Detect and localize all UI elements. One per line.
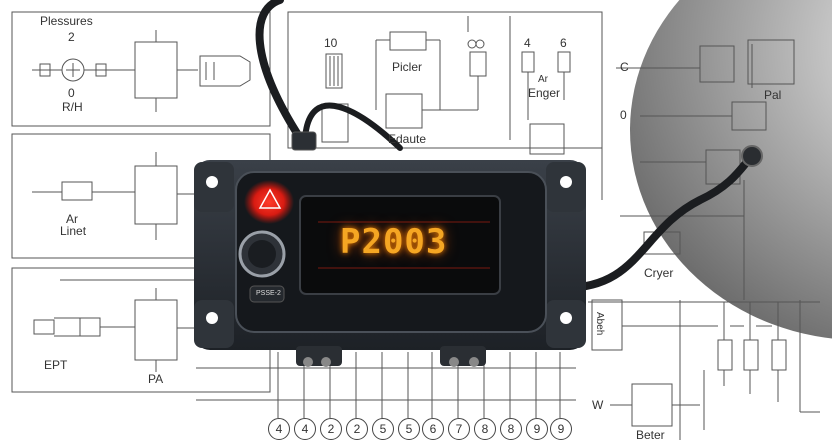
connector-number: 4 — [294, 418, 316, 440]
label-edaute: Edaute — [388, 132, 427, 146]
top-connector — [291, 131, 317, 151]
connector-number: 8 — [500, 418, 522, 440]
label-zero-right: 0 — [620, 108, 627, 122]
connector-number: 4 — [268, 418, 290, 440]
mount-hole — [206, 176, 218, 188]
connector-number: 2 — [320, 418, 342, 440]
label-ten: 10 — [324, 36, 338, 50]
connector-number: 9 — [526, 418, 548, 440]
diagnostic-module — [194, 160, 586, 367]
connector-number: 8 — [474, 418, 496, 440]
label-two: 2 — [68, 30, 75, 44]
label-pa: PA — [148, 372, 164, 386]
label-beter: Beter — [636, 428, 665, 442]
display-screen — [299, 195, 501, 295]
label-enger: Enger — [528, 86, 561, 100]
label-pal: Pal — [764, 88, 782, 102]
error-code-readout: P2003 — [340, 222, 448, 262]
function-button[interactable] — [249, 285, 285, 303]
connector-number: 7 — [448, 418, 470, 440]
connector-number: 9 — [550, 418, 572, 440]
warning-icon — [258, 188, 282, 209]
connector-number: 5 — [398, 418, 420, 440]
connector-number: 6 — [422, 418, 444, 440]
label-pressures: Plessures — [40, 14, 93, 28]
connector-number: 2 — [346, 418, 368, 440]
function-button-label: PSSE-2 — [256, 290, 281, 297]
label-rh: R/H — [62, 100, 83, 114]
label-picler: Picler — [392, 60, 423, 74]
label-abeh: Abeh — [594, 312, 605, 336]
label-zero: 0 — [68, 86, 75, 100]
label-cryer: Cryer — [644, 266, 674, 280]
gray-sphere — [630, 0, 832, 339]
mount-hole — [560, 176, 572, 188]
label-c: C — [620, 60, 629, 74]
cable-grommet — [741, 145, 763, 167]
label-w: W — [592, 398, 604, 412]
label-six: 6 — [560, 36, 567, 50]
connector-number: 5 — [372, 418, 394, 440]
label-ept: EPT — [44, 358, 68, 372]
schematic-lines — [11, 11, 820, 440]
label-four: 4 — [524, 36, 531, 50]
mount-hole — [560, 312, 572, 324]
warning-light — [244, 180, 294, 224]
cable — [255, 0, 754, 293]
label-air-inlet-1: Ar — [66, 212, 78, 226]
mount-hole — [206, 312, 218, 324]
label-air-inlet-2: Linet — [60, 224, 87, 238]
label-ar: Ar — [538, 74, 548, 85]
